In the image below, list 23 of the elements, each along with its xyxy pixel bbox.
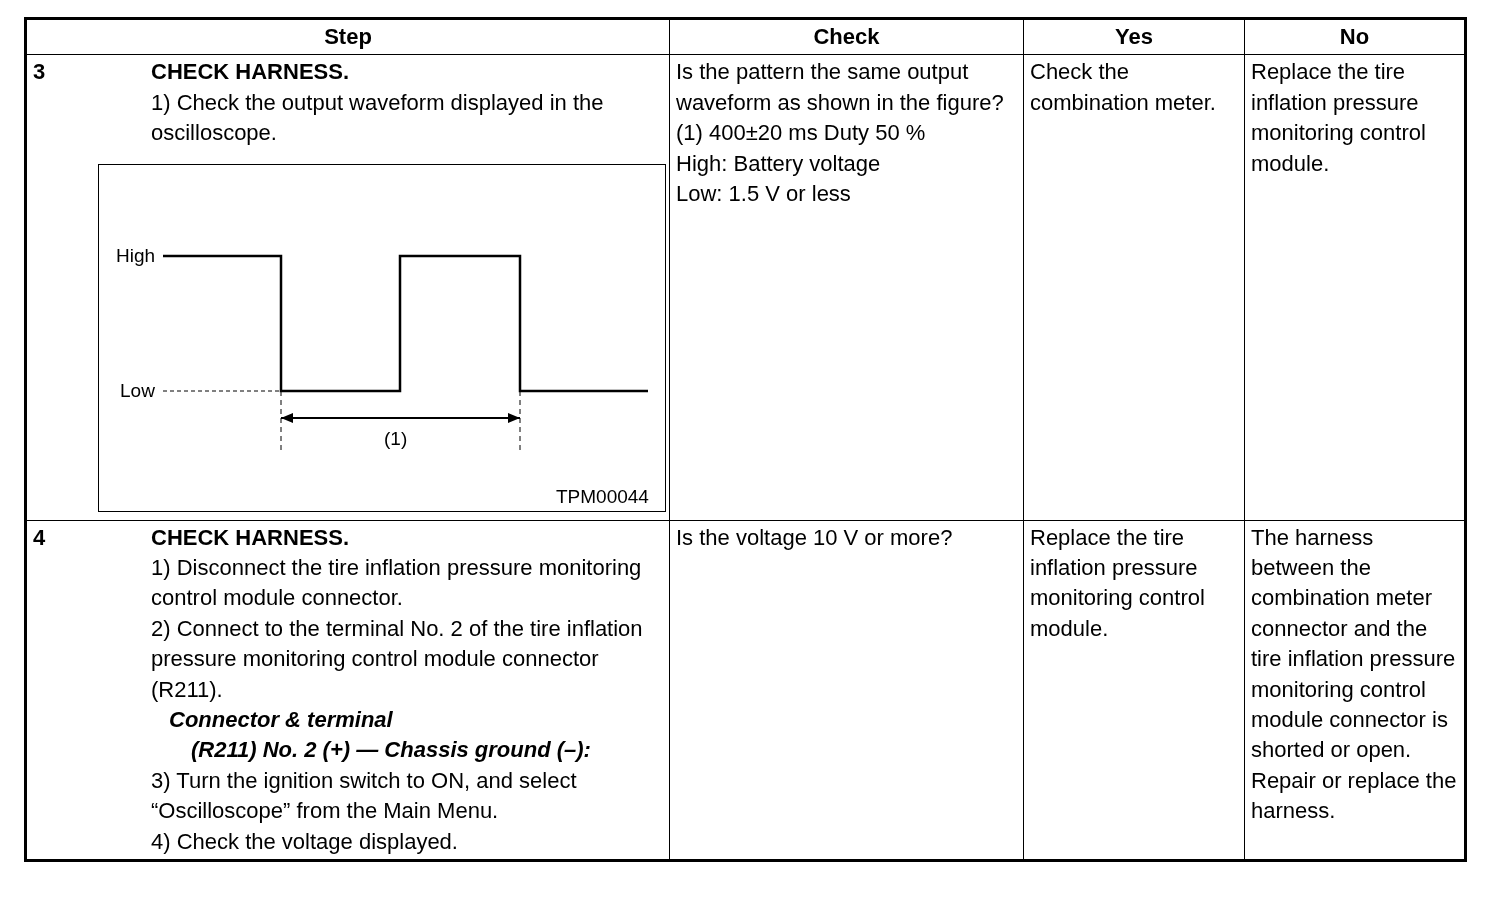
check-text: (1) 400±20 ms Duty 50 % — [676, 119, 927, 148]
check-text: Low: 1.5 V or less — [676, 180, 852, 209]
no-text: The harness between the combination meter connector and the tire inflation pressure monitoring control module connector is shorted or open. Repair or replace the harness. — [1251, 523, 1458, 826]
connector-note: Connector & terminal — [169, 706, 394, 735]
step-heading: CHECK HARNESS. — [151, 58, 351, 87]
step-instruction: 2) Connect to the terminal No. 2 of the tire inflation pressure monitoring control module connector (R211). — [151, 614, 644, 704]
yes-text: Check the combination meter. — [1030, 58, 1217, 117]
step-heading: CHECK HARNESS. — [151, 523, 351, 552]
check-text: Is the pattern the same output waveform as shown in the figure? — [676, 58, 1005, 117]
step-instruction: 3) Turn the ignition switch to ON, and select “Oscilloscope” from the Main Menu. — [151, 766, 578, 826]
yes-text: Replace the tire inflation pressure monitoring control module. — [1030, 523, 1206, 643]
step-instruction: 1) Disconnect the tire inflation pressure monitoring control module connector. — [151, 554, 643, 613]
connector-note: (R211) No. 2 (+) — Chassis ground (–): — [191, 736, 592, 765]
no-text: Replace the tire inflation pressure monitoring control module. — [1251, 58, 1427, 178]
step-instruction: 1) Check the output waveform displayed in the oscilloscope. — [151, 88, 605, 148]
step-number: 3 — [33, 58, 46, 87]
column-header: Yes — [1023, 18, 1245, 55]
column-header: Check — [669, 18, 1024, 55]
step-instruction: 4) Check the voltage displayed. — [151, 827, 459, 856]
column-header: Step — [25, 18, 670, 55]
check-text: High: Battery voltage — [676, 149, 882, 178]
step-number: 4 — [33, 523, 46, 552]
check-text: Is the voltage 10 V or more? — [676, 523, 954, 552]
